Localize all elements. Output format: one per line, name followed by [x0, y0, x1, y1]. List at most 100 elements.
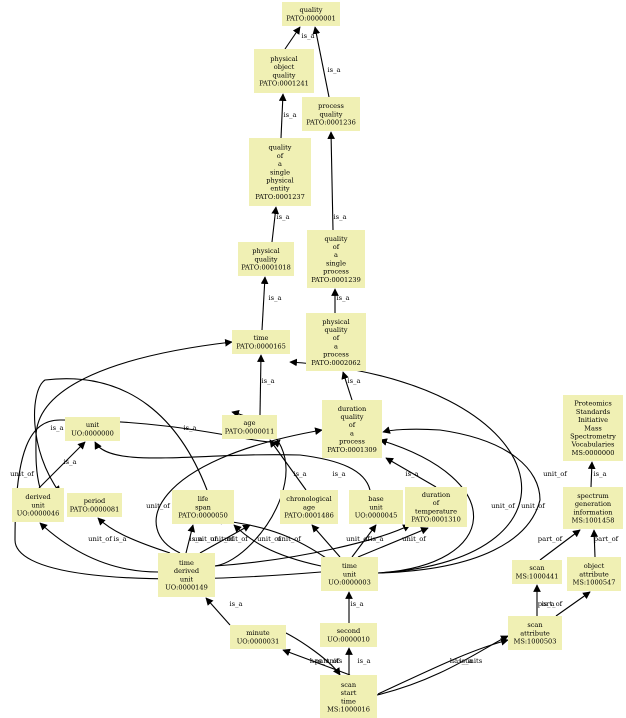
- edge-e8: [257, 354, 265, 416]
- edge-e30: [214, 524, 411, 567]
- edge-label-e31: unit_of: [402, 535, 426, 543]
- node-box[interactable]: [512, 560, 562, 584]
- node-box[interactable]: [307, 230, 365, 288]
- edge-e29: [311, 524, 341, 558]
- node-id: PATO:0000165: [236, 342, 286, 350]
- node-id: MS:1000441: [516, 572, 559, 580]
- node-box[interactable]: [302, 97, 360, 131]
- node-id: UO:0000045: [355, 511, 398, 519]
- node-box[interactable]: [238, 242, 294, 276]
- node-label-line: physical: [252, 247, 279, 255]
- node-box[interactable]: [65, 417, 120, 441]
- node-label-line: time: [341, 697, 356, 705]
- node-box[interactable]: [254, 49, 314, 93]
- edge-label-e16: is_a: [593, 470, 606, 478]
- edge-label-e38: is_a: [350, 600, 363, 608]
- node-label-line: time: [179, 559, 194, 567]
- node-box[interactable]: [322, 400, 382, 458]
- node-label-line: single: [326, 259, 346, 267]
- node-box[interactable]: [280, 490, 338, 524]
- edge-label-e24: unit_of: [10, 470, 34, 478]
- node-box[interactable]: [563, 487, 623, 529]
- node-box[interactable]: [320, 675, 377, 718]
- node-box[interactable]: [249, 138, 311, 206]
- node-label-line: quality: [325, 235, 348, 243]
- edge-e12: [33, 378, 208, 494]
- node-label-line: Initiative: [578, 416, 608, 424]
- node-box[interactable]: [232, 330, 290, 354]
- node-box[interactable]: [320, 623, 377, 647]
- edge-e2: [312, 26, 330, 98]
- edge-label-e43: is_a: [459, 657, 472, 665]
- node-box[interactable]: [230, 625, 286, 649]
- edge-label-e6: is_a: [268, 294, 281, 302]
- node-label-line: unit: [369, 503, 383, 511]
- node-label-line: quality: [255, 255, 278, 263]
- node-psi-ms[interactable]: ProteomicsStandardsInitiativeMassSpectro…: [563, 395, 623, 461]
- node-box[interactable]: [306, 313, 366, 371]
- node-id: PATO:0001237: [255, 193, 305, 201]
- node-id: PATO:0001310: [411, 516, 461, 524]
- node-box[interactable]: [222, 415, 277, 439]
- node-label-line: a: [350, 429, 354, 437]
- edge-label-e10: is_a: [50, 424, 63, 432]
- node-label-line: span: [195, 503, 212, 511]
- node-box[interactable]: [563, 395, 623, 461]
- node-label-line: quality: [300, 6, 323, 14]
- node-box[interactable]: [67, 493, 122, 517]
- edge-e6: [260, 276, 269, 331]
- node-box[interactable]: [508, 616, 562, 650]
- node-id: PATO:0001486: [284, 511, 334, 519]
- edge-e22: [555, 591, 591, 617]
- node-box[interactable]: [567, 557, 621, 591]
- node-box[interactable]: [405, 487, 467, 527]
- node-label-line: process: [339, 438, 365, 446]
- edge-e27: [155, 427, 323, 554]
- node-id: MS:1000503: [514, 637, 557, 645]
- edge-label-e7: is_a: [336, 294, 349, 302]
- node-quality-single-physical-entity[interactable]: qualityofasinglephysicalentityPATO:00012…: [249, 138, 311, 206]
- node-id: UO:0000149: [165, 584, 208, 592]
- node-label-line: single: [270, 168, 290, 176]
- node-box[interactable]: [12, 488, 64, 522]
- edge-label-e15: is_a: [405, 470, 418, 478]
- node-id: PATO:0001018: [241, 263, 291, 271]
- node-box[interactable]: [172, 490, 234, 524]
- node-label-line: object: [584, 562, 605, 570]
- node-id: MS:1000016: [327, 706, 370, 714]
- edge-e4: [271, 206, 280, 243]
- node-box[interactable]: [158, 553, 215, 597]
- node-box[interactable]: [349, 490, 403, 524]
- node-label-line: Mass: [584, 424, 602, 432]
- node-label-line: duration: [338, 405, 367, 413]
- edge-label-e30: unit_of: [346, 535, 370, 543]
- edge-label-e33: unit_of: [543, 470, 567, 478]
- node-box[interactable]: [282, 2, 340, 26]
- node-box[interactable]: [321, 557, 378, 591]
